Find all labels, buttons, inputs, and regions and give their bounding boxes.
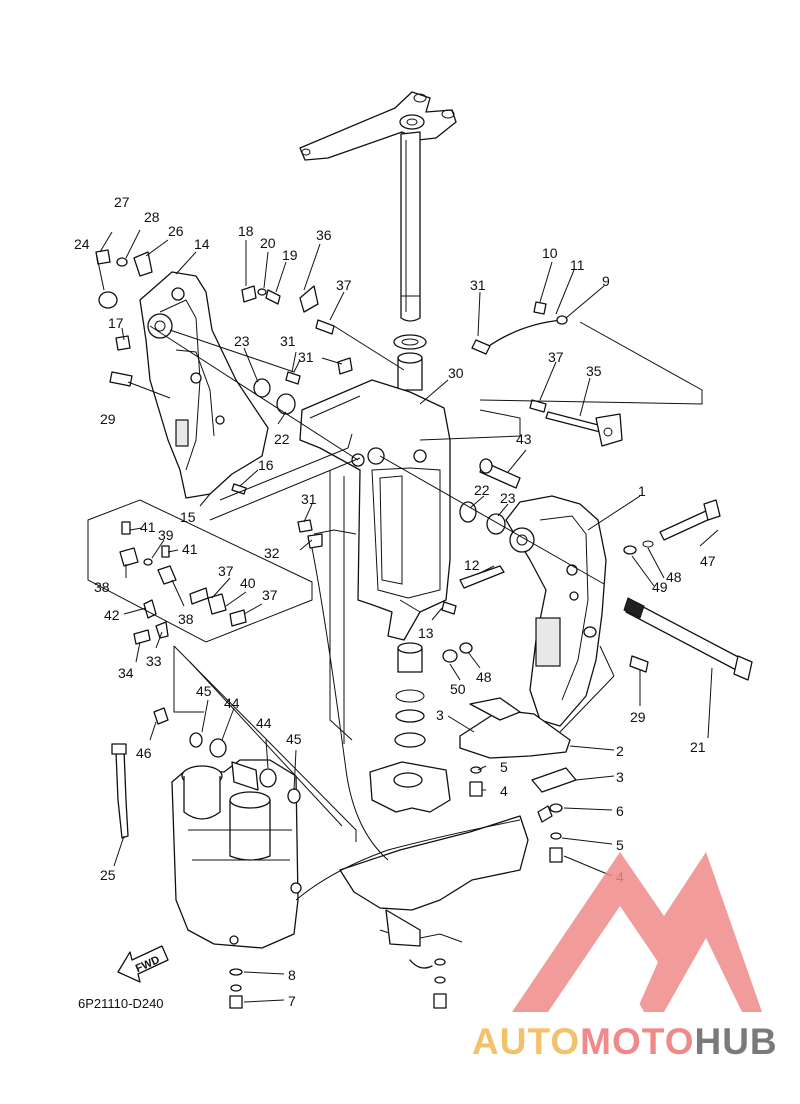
callout-42: 42 bbox=[104, 607, 120, 623]
callout-1: 1 bbox=[638, 483, 646, 499]
callout-37: 37 bbox=[218, 563, 234, 579]
trim-tilt-unit bbox=[171, 759, 302, 949]
callout-18: 18 bbox=[238, 223, 254, 239]
watermark-logo bbox=[512, 852, 762, 1012]
callout-41: 41 bbox=[140, 519, 156, 535]
leader-lines bbox=[87, 229, 719, 1003]
callout-8: 8 bbox=[288, 967, 296, 983]
callout-38: 38 bbox=[178, 611, 194, 627]
callout-2: 2 bbox=[616, 743, 624, 759]
callout-labels: 27 28 26 24 14 18 20 19 36 37 17 23 31 3… bbox=[74, 194, 716, 1009]
callout-29: 29 bbox=[100, 411, 116, 427]
callout-29: 29 bbox=[630, 709, 646, 725]
drawing-code: 6P21110-D240 bbox=[78, 996, 164, 1011]
callout-48: 48 bbox=[476, 669, 492, 685]
steering-shaft bbox=[400, 131, 421, 322]
callout-44: 44 bbox=[256, 715, 272, 731]
watermark-part-hub: HUB bbox=[694, 1021, 777, 1062]
callout-21: 21 bbox=[690, 739, 706, 755]
callout-4: 4 bbox=[500, 783, 508, 799]
callout-40: 40 bbox=[240, 575, 256, 591]
callout-34: 34 bbox=[118, 665, 134, 681]
cable-tie bbox=[111, 743, 129, 839]
callout-27: 27 bbox=[114, 194, 130, 210]
callout-31: 31 bbox=[280, 333, 296, 349]
callout-31: 31 bbox=[470, 277, 486, 293]
callout-38: 38 bbox=[94, 579, 110, 595]
callout-22: 22 bbox=[474, 482, 490, 498]
callout-19: 19 bbox=[282, 247, 298, 263]
callout-31: 31 bbox=[298, 349, 314, 365]
callout-16: 16 bbox=[258, 457, 274, 473]
callout-23: 23 bbox=[500, 490, 516, 506]
callout-5: 5 bbox=[616, 837, 624, 853]
callout-23: 23 bbox=[234, 333, 250, 349]
callout-45: 45 bbox=[196, 683, 212, 699]
callout-6: 6 bbox=[616, 803, 624, 819]
hose-fittings bbox=[153, 707, 301, 804]
callout-36: 36 bbox=[316, 227, 332, 243]
bolts-7-8 bbox=[229, 958, 447, 1009]
callout-17: 17 bbox=[108, 315, 124, 331]
callout-3: 3 bbox=[436, 707, 444, 723]
callout-33: 33 bbox=[146, 653, 162, 669]
ground-lead bbox=[471, 301, 568, 355]
callout-37: 37 bbox=[548, 349, 564, 365]
right-clamp-bracket bbox=[505, 495, 607, 727]
callout-43: 43 bbox=[516, 431, 532, 447]
callout-14: 14 bbox=[194, 236, 210, 252]
callout-11: 11 bbox=[570, 257, 585, 273]
callout-10: 10 bbox=[542, 245, 558, 261]
callout-45: 45 bbox=[286, 731, 302, 747]
callout-24: 24 bbox=[74, 236, 90, 252]
callout-22: 22 bbox=[274, 431, 290, 447]
callout-28: 28 bbox=[144, 209, 160, 225]
callout-31: 31 bbox=[301, 491, 317, 507]
callout-20: 20 bbox=[260, 235, 276, 251]
left-clamp-bracket bbox=[139, 271, 269, 499]
callout-50: 50 bbox=[450, 681, 466, 697]
right-small-parts bbox=[441, 399, 649, 673]
forward-arrow: FWD bbox=[117, 945, 169, 983]
callout-48: 48 bbox=[666, 569, 682, 585]
mount-plates bbox=[459, 697, 577, 863]
callout-9: 9 bbox=[602, 273, 610, 289]
lower-bushings bbox=[394, 642, 426, 748]
svg-text:AUTOMOTOHUB: AUTOMOTOHUB bbox=[472, 1021, 778, 1062]
callout-35: 35 bbox=[586, 363, 602, 379]
callout-46: 46 bbox=[136, 745, 152, 761]
callout-37: 37 bbox=[262, 587, 278, 603]
rod-35 bbox=[545, 411, 623, 447]
callout-44: 44 bbox=[224, 695, 240, 711]
small-components bbox=[119, 521, 247, 645]
watermark-text: AUTOMOTOHUB bbox=[472, 1021, 778, 1062]
callout-41: 41 bbox=[182, 541, 198, 557]
watermark-part-moto: MOTO bbox=[580, 1021, 694, 1062]
callout-5: 5 bbox=[500, 759, 508, 775]
callout-26: 26 bbox=[168, 223, 184, 239]
callout-13: 13 bbox=[418, 625, 434, 641]
callout-12: 12 bbox=[464, 557, 480, 573]
callout-7: 7 bbox=[288, 993, 296, 1009]
lower-mount bbox=[339, 761, 529, 947]
swivel-bracket bbox=[299, 379, 451, 641]
callout-39: 39 bbox=[158, 527, 174, 543]
callout-47: 47 bbox=[700, 553, 716, 569]
callout-37: 37 bbox=[336, 277, 352, 293]
callout-3: 3 bbox=[616, 769, 624, 785]
bolt-47 bbox=[623, 499, 721, 555]
callout-15: 15 bbox=[180, 509, 196, 525]
steering-arm bbox=[299, 91, 457, 161]
tilt-pin bbox=[623, 597, 753, 681]
callout-49: 49 bbox=[652, 579, 668, 595]
watermark-part-auto: AUTO bbox=[472, 1021, 580, 1062]
callout-30: 30 bbox=[448, 365, 464, 381]
callout-32: 32 bbox=[264, 545, 280, 561]
pin-43 bbox=[479, 458, 521, 489]
callout-25: 25 bbox=[100, 867, 116, 883]
